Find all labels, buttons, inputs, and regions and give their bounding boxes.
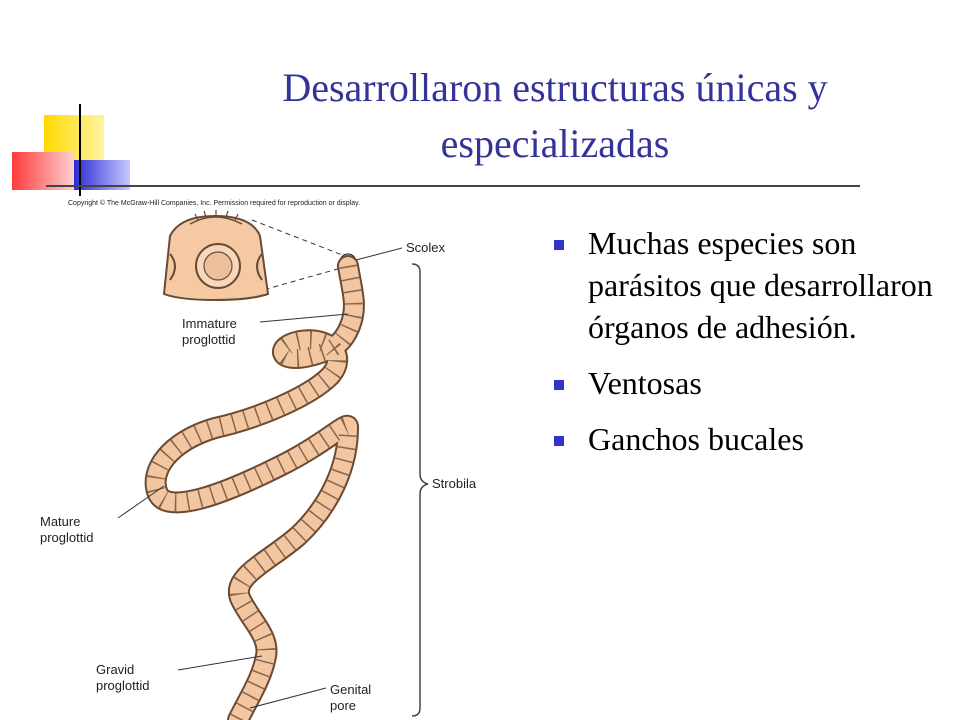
- corner-decoration: [12, 104, 860, 196]
- label-mature-1: Mature: [40, 514, 80, 529]
- title-line-1: Desarrollaron estructuras únicas y: [282, 65, 828, 110]
- bullet-text: Ganchos bucales: [588, 421, 804, 457]
- copyright-notice: Copyright © The McGraw-Hill Companies, I…: [68, 200, 361, 207]
- label-mature-2: proglottid: [40, 530, 93, 545]
- bullet-item: Ventosas: [548, 362, 948, 404]
- strobila-bracket: [411, 263, 429, 717]
- mature-leader: [117, 485, 165, 519]
- bullet-item: Ganchos bucales: [548, 418, 948, 460]
- worm-body: [144, 255, 365, 720]
- label-immature-1: Immature: [182, 316, 237, 331]
- bullet-text: Muchas especies son parásitos que desarr…: [588, 225, 933, 345]
- scolex-leader: [355, 247, 403, 261]
- label-gravid-1: Gravid: [96, 662, 134, 677]
- immature-leader: [259, 313, 349, 323]
- scolex-enlarged: [162, 210, 270, 302]
- bullet-item: Muchas especies son parásitos que desarr…: [548, 222, 948, 348]
- label-gravid-2: proglottid: [96, 678, 149, 693]
- zoom-line-top: [251, 219, 351, 259]
- label-genital-2: pore: [330, 698, 356, 713]
- genital-leader: [249, 687, 327, 709]
- deco-red-square: [12, 152, 74, 190]
- bullet-text: Ventosas: [588, 365, 702, 401]
- label-genital-1: Genital: [330, 682, 371, 697]
- bullet-list: Muchas especies son parásitos que desarr…: [548, 222, 948, 474]
- title-line-2: especializadas: [440, 121, 670, 166]
- label-scolex: Scolex: [406, 240, 446, 255]
- gravid-leader: [177, 655, 263, 671]
- slide-title: Desarrollaron estructuras únicas y espec…: [150, 60, 960, 172]
- label-immature-2: proglottid: [182, 332, 235, 347]
- tapeworm-diagram: Scolex Immature proglottid Strobila Matu…: [40, 210, 477, 720]
- label-strobila: Strobila: [432, 476, 477, 491]
- bullet-square-icon: [554, 380, 564, 390]
- bullet-square-icon: [554, 240, 564, 250]
- zoom-line-bottom: [255, 265, 349, 293]
- bullet-square-icon: [554, 436, 564, 446]
